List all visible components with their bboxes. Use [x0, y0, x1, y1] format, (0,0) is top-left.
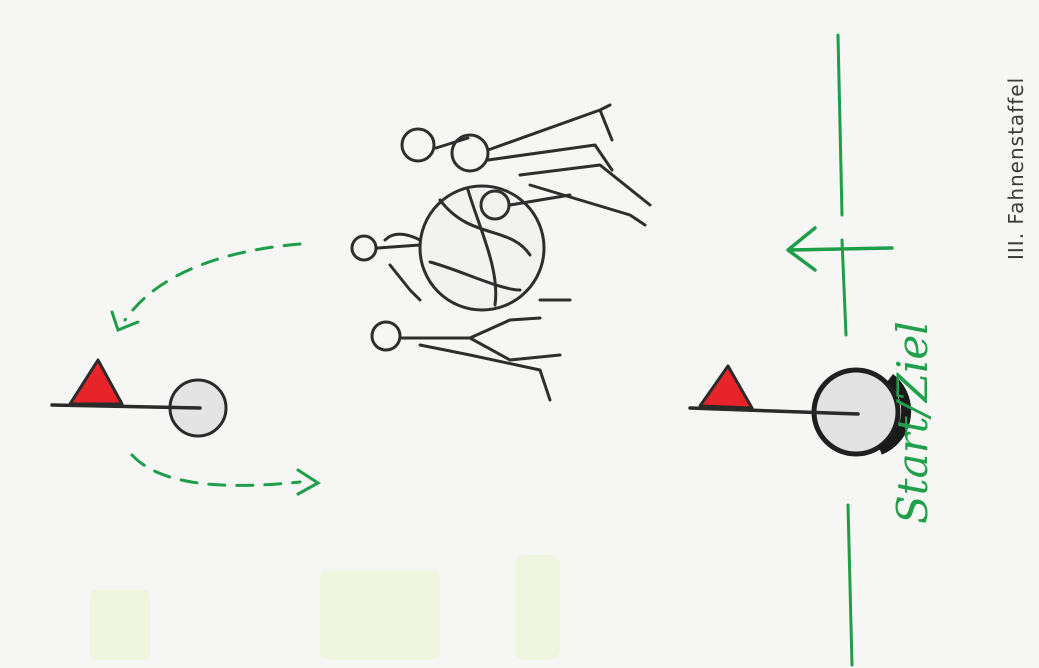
flag-pennant-far [68, 358, 124, 406]
flag-pennant-start [698, 364, 754, 410]
paper-smudges [90, 555, 560, 660]
page-title: III. Fahnenstaffel [1004, 76, 1028, 260]
start-finish-label: Start/Ziel [888, 321, 937, 524]
flag-far [50, 358, 228, 438]
start-finish-line [836, 33, 854, 667]
dashed-path-outbound [110, 242, 321, 496]
direction-arrow-icon [786, 226, 894, 272]
ball-icon [418, 184, 546, 312]
player-group-icon [350, 103, 652, 402]
flag-start [688, 364, 912, 457]
